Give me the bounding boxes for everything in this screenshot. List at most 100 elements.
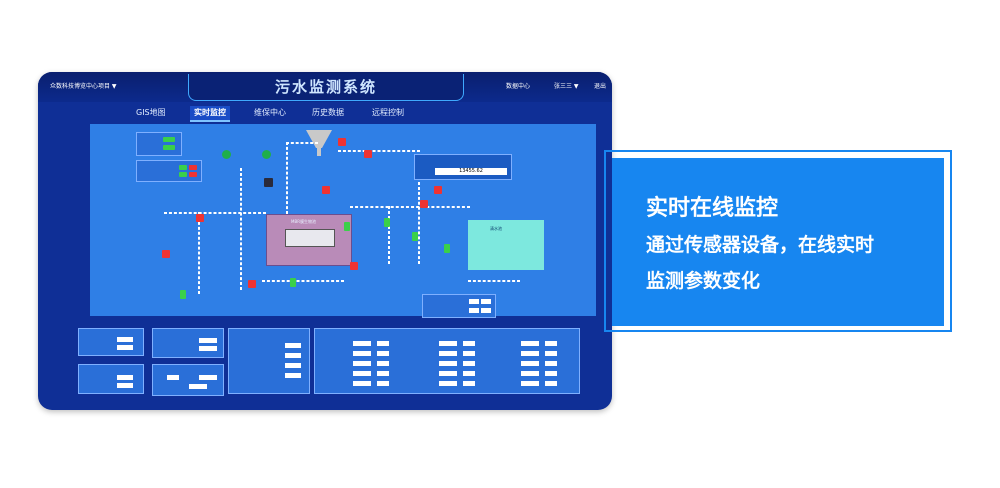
valve-icon[interactable]	[290, 278, 296, 287]
param-field[interactable]	[521, 371, 539, 376]
param-field[interactable]	[439, 361, 457, 366]
param-field[interactable]	[117, 383, 133, 388]
tab-remote-control[interactable]: 远程控制	[372, 108, 404, 117]
valve-icon[interactable]	[338, 138, 346, 146]
promo-line-2: 监测参数变化	[646, 270, 761, 292]
param-field[interactable]	[521, 341, 539, 346]
fan-icon[interactable]	[264, 178, 273, 187]
param-field[interactable]	[545, 381, 557, 386]
param-field[interactable]	[463, 381, 475, 386]
app-title: 污水监测系统	[274, 78, 377, 96]
param-field[interactable]	[199, 338, 217, 343]
param-field[interactable]	[545, 351, 557, 356]
param-field[interactable]	[117, 375, 133, 380]
param-field[interactable]	[353, 351, 371, 356]
running-indicator	[163, 137, 175, 142]
promo-card: 实时在线监控 通过传感器设备，在线实时 监测参数变化	[612, 158, 944, 326]
param-field[interactable]	[545, 371, 557, 376]
param-field[interactable]	[117, 337, 133, 342]
param-field[interactable]	[439, 371, 457, 376]
valve-icon[interactable]	[420, 200, 428, 208]
flow-readout-panel: 13455.62	[414, 154, 512, 180]
param-field[interactable]	[463, 371, 475, 376]
param-field[interactable]	[199, 375, 217, 380]
monitor-screen: 众数科技博览中心项目 ▼ 污水监测系统 数据中心 张三三 ▼ 退出 GIS地图 …	[38, 72, 612, 410]
level-field	[469, 308, 479, 313]
param-field[interactable]	[285, 343, 301, 348]
valve-icon[interactable]	[444, 244, 450, 253]
level-field	[481, 308, 491, 313]
level-field	[469, 299, 479, 304]
param-field[interactable]	[439, 341, 457, 346]
membrane-module	[285, 229, 335, 247]
project-selector[interactable]: 众数科技博览中心项目 ▼	[50, 83, 117, 90]
tab-history[interactable]: 历史数据	[312, 108, 344, 117]
data-center-link[interactable]: 数据中心	[506, 83, 531, 90]
running-indicator	[179, 172, 187, 177]
clear-water-tank[interactable]: 清水池	[468, 220, 544, 270]
title-frame: 污水监测系统	[188, 74, 464, 101]
mbr-tank[interactable]: MBR膜生物池	[266, 214, 352, 266]
clear-water-tank-label: 清水池	[490, 226, 502, 231]
param-field[interactable]	[117, 345, 133, 350]
valve-icon[interactable]	[322, 186, 330, 194]
valve-icon[interactable]	[364, 150, 372, 158]
param-field[interactable]	[353, 381, 371, 386]
blower-icon[interactable]	[222, 150, 231, 159]
tab-maintenance[interactable]: 维保中心	[254, 108, 286, 117]
valve-icon[interactable]	[412, 232, 418, 241]
param-field[interactable]	[463, 351, 475, 356]
param-field[interactable]	[463, 341, 475, 346]
param-panel-6	[314, 328, 580, 394]
param-field[interactable]	[439, 351, 457, 356]
promo-card-outline	[604, 150, 952, 332]
pipe	[286, 142, 288, 214]
user-menu[interactable]: 张三三 ▼	[554, 83, 579, 90]
pump-icon[interactable]	[196, 214, 204, 222]
param-field[interactable]	[377, 381, 389, 386]
param-field[interactable]	[285, 353, 301, 358]
param-field[interactable]	[353, 341, 371, 346]
param-field[interactable]	[167, 375, 179, 380]
param-field[interactable]	[353, 361, 371, 366]
tab-gis-map[interactable]: GIS地图	[136, 108, 166, 117]
logout-link[interactable]: 退出	[594, 83, 607, 90]
pipe	[164, 212, 266, 214]
blower-icon[interactable]	[262, 150, 271, 159]
pump-icon[interactable]	[248, 280, 256, 288]
tab-realtime-monitor[interactable]: 实时监控	[190, 106, 230, 122]
valve-icon[interactable]	[434, 186, 442, 194]
tank-level-panel	[422, 294, 496, 318]
param-field[interactable]	[189, 384, 207, 389]
param-field[interactable]	[199, 346, 217, 351]
param-field[interactable]	[377, 351, 389, 356]
param-field[interactable]	[545, 341, 557, 346]
top-bar: 众数科技博览中心项目 ▼ 污水监测系统 数据中心 张三三 ▼ 退出	[38, 72, 612, 102]
param-field[interactable]	[439, 381, 457, 386]
param-field[interactable]	[285, 363, 301, 368]
param-field[interactable]	[377, 371, 389, 376]
param-panel-3	[152, 328, 224, 358]
valve-icon[interactable]	[344, 222, 350, 231]
valve-icon[interactable]	[180, 290, 186, 299]
pump-icon[interactable]	[162, 250, 170, 258]
flow-readout-value: 13455.62	[435, 168, 507, 175]
param-field[interactable]	[377, 341, 389, 346]
valve-icon[interactable]	[384, 218, 390, 227]
param-panel-2	[78, 364, 144, 394]
param-field[interactable]	[545, 361, 557, 366]
pipe	[338, 150, 420, 152]
param-field[interactable]	[353, 371, 371, 376]
pump-icon[interactable]	[350, 262, 358, 270]
promo-line-1: 通过传感器设备，在线实时	[646, 234, 875, 256]
param-field[interactable]	[521, 351, 539, 356]
param-panel-5	[228, 328, 310, 394]
dosing-funnel-icon	[306, 130, 332, 156]
param-field[interactable]	[521, 361, 539, 366]
param-field[interactable]	[463, 361, 475, 366]
param-field[interactable]	[521, 381, 539, 386]
level-field	[481, 299, 491, 304]
param-field[interactable]	[285, 373, 301, 378]
param-field[interactable]	[377, 361, 389, 366]
promo-heading: 实时在线监控	[646, 196, 779, 221]
